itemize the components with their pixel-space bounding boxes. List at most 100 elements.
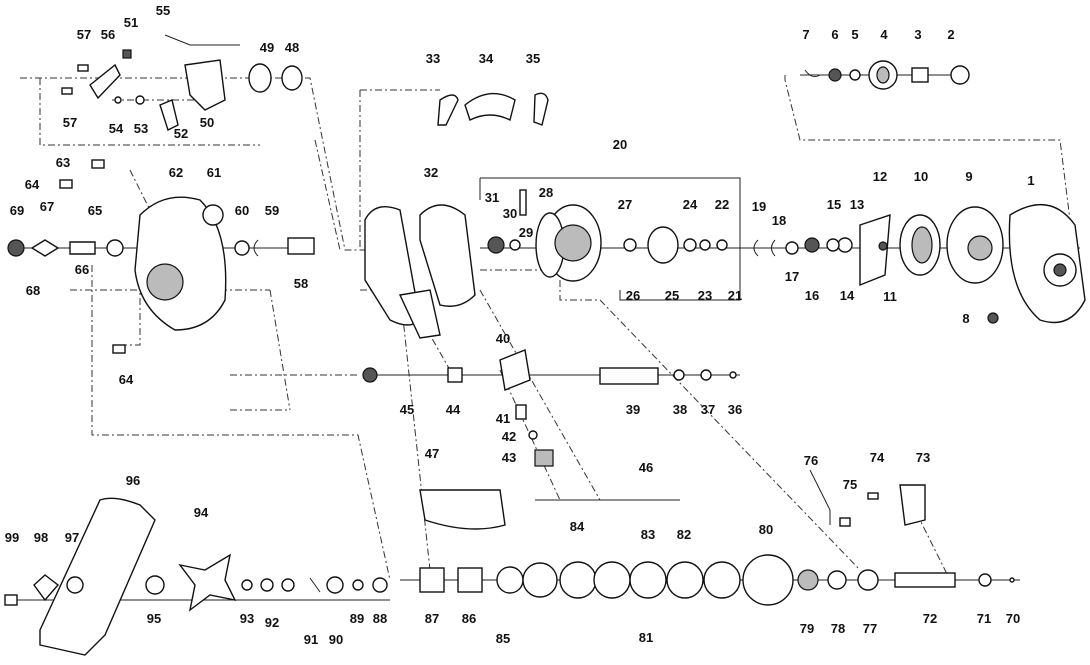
part-label: 5 xyxy=(851,27,858,42)
part-label: 35 xyxy=(526,51,540,66)
part-label: 57 xyxy=(63,115,77,130)
part-label: 96 xyxy=(126,473,140,488)
part-label: 30 xyxy=(503,206,517,221)
part-label: 67 xyxy=(40,199,54,214)
part-label: 99 xyxy=(5,530,19,545)
part-label: 25 xyxy=(665,288,679,303)
part-label: 72 xyxy=(923,611,937,626)
part-label: 91 xyxy=(304,632,318,647)
part-label: 28 xyxy=(539,185,553,200)
part-label: 52 xyxy=(174,126,188,141)
part-label: 3 xyxy=(914,27,921,42)
part-label: 9 xyxy=(965,169,972,184)
part-label: 8 xyxy=(962,311,969,326)
part-label: 24 xyxy=(683,197,698,212)
part-label: 89 xyxy=(350,611,364,626)
part-label: 86 xyxy=(462,611,476,626)
part-label: 92 xyxy=(265,615,279,630)
part-label: 61 xyxy=(207,165,221,180)
part-label: 39 xyxy=(626,402,640,417)
part-label: 97 xyxy=(65,530,79,545)
part-label: 62 xyxy=(169,165,183,180)
part-label: 38 xyxy=(673,402,687,417)
part-label: 88 xyxy=(373,611,387,626)
part-label: 50 xyxy=(200,115,214,130)
part-label: 6 xyxy=(831,27,838,42)
part-label: 59 xyxy=(265,203,279,218)
part-label: 75 xyxy=(843,477,857,492)
part-label: 34 xyxy=(479,51,494,66)
part-label: 69 xyxy=(10,203,24,218)
part-label: 15 xyxy=(827,197,841,212)
part-label: 60 xyxy=(235,203,249,218)
part-label: 33 xyxy=(426,51,440,66)
part-label: 66 xyxy=(75,262,89,277)
part-label: 73 xyxy=(916,450,930,465)
part-label: 4 xyxy=(880,27,888,42)
part-label: 44 xyxy=(446,402,461,417)
part-label: 65 xyxy=(88,203,102,218)
part-label: 18 xyxy=(772,213,786,228)
part-label: 83 xyxy=(641,527,655,542)
part-label: 19 xyxy=(752,199,766,214)
part-label: 71 xyxy=(977,611,991,626)
part-label: 47 xyxy=(425,446,439,461)
part-label: 84 xyxy=(570,519,585,534)
part-label: 45 xyxy=(400,402,414,417)
part-label: 58 xyxy=(294,276,308,291)
part-label: 68 xyxy=(26,283,40,298)
part-label: 46 xyxy=(639,460,653,475)
part-label: 51 xyxy=(124,15,138,30)
part-label: 14 xyxy=(840,288,855,303)
part-label: 7 xyxy=(802,27,809,42)
part-label: 54 xyxy=(109,121,124,136)
part-label: 64 xyxy=(119,372,134,387)
part-label: 77 xyxy=(863,621,877,636)
part-label: 85 xyxy=(496,631,510,646)
part-label: 70 xyxy=(1006,611,1020,626)
part-label: 94 xyxy=(194,505,209,520)
part-label: 20 xyxy=(613,137,627,152)
part-label: 29 xyxy=(519,225,533,240)
part-label: 63 xyxy=(56,155,70,170)
part-number-labels: 1 2 3 4 5 6 7 8 9 10 11 12 13 14 15 16 1… xyxy=(5,3,1035,647)
part-label: 16 xyxy=(805,288,819,303)
part-label: 42 xyxy=(502,429,516,444)
part-label: 10 xyxy=(914,169,928,184)
part-label: 81 xyxy=(639,630,653,645)
part-label: 41 xyxy=(496,411,510,426)
part-label: 40 xyxy=(496,331,510,346)
part-label: 26 xyxy=(626,288,640,303)
part-label: 13 xyxy=(850,197,864,212)
part-label: 31 xyxy=(485,190,499,205)
part-label: 93 xyxy=(240,611,254,626)
part-label: 64 xyxy=(25,177,40,192)
part-label: 2 xyxy=(947,27,954,42)
part-label: 90 xyxy=(329,632,343,647)
part-label: 17 xyxy=(785,269,799,284)
part-label: 27 xyxy=(618,197,632,212)
handle-arm-part xyxy=(39,497,156,656)
part-label: 78 xyxy=(831,621,845,636)
part-label: 36 xyxy=(728,402,742,417)
part-label: 32 xyxy=(424,165,438,180)
part-label: 82 xyxy=(677,527,691,542)
part-label: 53 xyxy=(134,121,148,136)
part-label: 37 xyxy=(701,402,715,417)
part-label: 76 xyxy=(804,453,818,468)
part-label: 95 xyxy=(147,611,161,626)
star-drag-part xyxy=(178,553,237,612)
part-label: 87 xyxy=(425,611,439,626)
part-label: 80 xyxy=(759,522,773,537)
part-label: 56 xyxy=(101,27,115,42)
part-label: 11 xyxy=(883,289,897,304)
part-label: 79 xyxy=(800,621,814,636)
part-label: 49 xyxy=(260,40,274,55)
part-label: 55 xyxy=(156,3,170,18)
part-label: 1 xyxy=(1027,173,1034,188)
part-label: 48 xyxy=(285,40,299,55)
part-label: 57 xyxy=(77,27,91,42)
part-label: 98 xyxy=(34,530,48,545)
part-label: 43 xyxy=(502,450,516,465)
